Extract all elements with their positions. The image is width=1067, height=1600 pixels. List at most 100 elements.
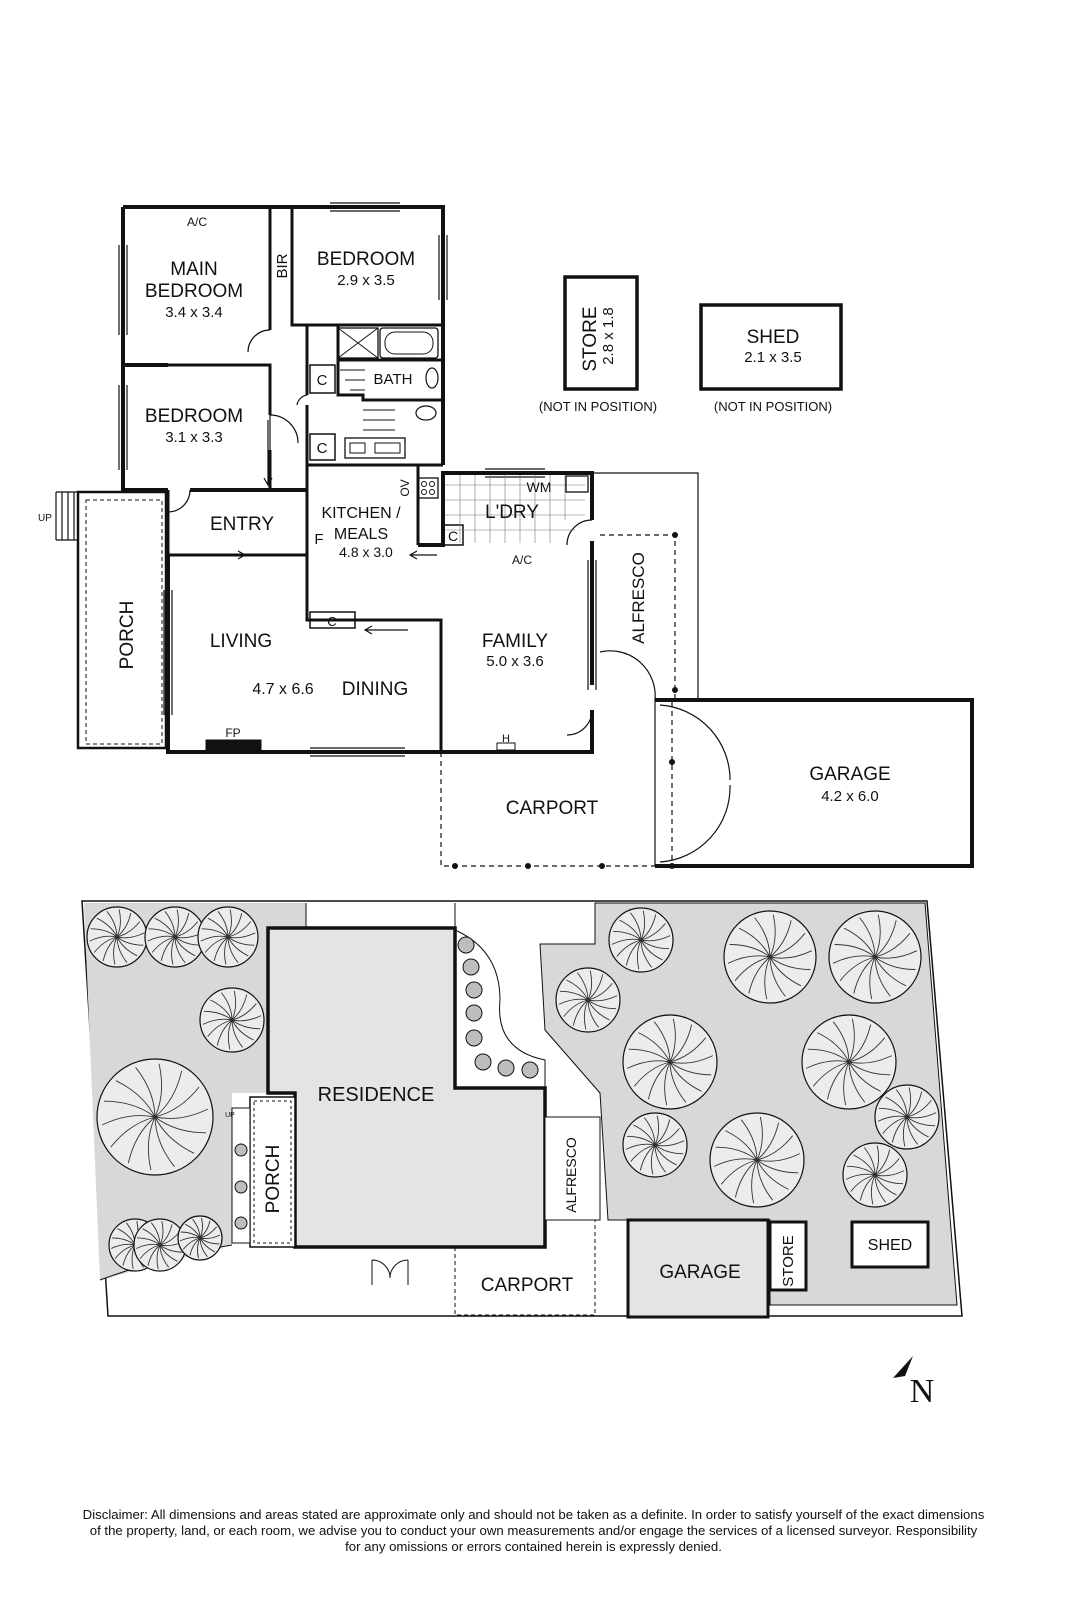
hedge-shrubs (457, 936, 539, 1079)
post (525, 863, 531, 869)
shrub-icon (465, 1004, 483, 1022)
tree-icon (197, 906, 259, 968)
tree-icon (177, 1215, 223, 1261)
bir-label: BIR (274, 253, 291, 278)
washing-machine-tub (565, 475, 589, 493)
post (599, 863, 605, 869)
kitchen-sink (344, 437, 406, 459)
garage-doors (654, 700, 731, 866)
cupboard-bath (309, 364, 336, 394)
shrub-icon (234, 1143, 248, 1157)
tree-icon (133, 1218, 187, 1272)
north-label: N (910, 1373, 935, 1410)
shed-dim: 2.1 x 3.5 (744, 349, 802, 366)
shower (337, 327, 379, 359)
alfresco-roof (592, 472, 699, 700)
heater-label: H (502, 733, 510, 745)
tree-icon (801, 1014, 897, 1110)
wm-label: WM (527, 479, 552, 495)
site-store (768, 1220, 808, 1292)
tree-icon (96, 1058, 214, 1176)
fridge-label: F (314, 531, 323, 548)
carport-label: CARPORT (506, 798, 599, 819)
garage-label: GARAGE (809, 764, 890, 785)
site-store-label: STORE (780, 1235, 797, 1286)
post (452, 863, 458, 869)
dining-label: DINING (342, 679, 409, 700)
post (669, 863, 675, 869)
tree-icon (622, 1014, 718, 1110)
family-label: FAMILY (482, 631, 548, 652)
bathtub (379, 327, 439, 359)
cupboard-bath-label: C (317, 372, 328, 389)
shrub-icon (497, 1059, 515, 1077)
site-porch-side (231, 1107, 251, 1244)
shrub-icon (521, 1061, 539, 1079)
tree-icon (828, 910, 922, 1004)
dashed-openings (123, 489, 306, 556)
store-note: (NOT IN POSITION) (539, 399, 657, 414)
fireplace (205, 739, 262, 751)
tree-icon (608, 907, 674, 973)
site-porch-label: PORCH (263, 1145, 284, 1214)
bathtub-inner (384, 331, 434, 355)
bedroom-2-label: BEDROOM (317, 249, 415, 270)
kitchen-dim: 4.8 x 3.0 (339, 544, 393, 560)
shrub-icon (457, 936, 475, 954)
basin (425, 367, 439, 389)
site-carport (454, 1220, 596, 1316)
windows (118, 202, 597, 757)
site-garage (626, 1218, 770, 1319)
main-outer-wall (166, 471, 594, 754)
laundry-label: L'DRY (485, 502, 539, 523)
bath-label: BATH (374, 371, 413, 388)
shrub-icon (234, 1180, 248, 1194)
site-shed (850, 1220, 930, 1269)
tree-icon (622, 1112, 688, 1178)
porch-label: PORCH (117, 601, 138, 670)
store-label: STORE (580, 306, 601, 371)
alfresco-label: ALFRESCO (629, 552, 648, 644)
bedroom-3-label: BEDROOM (145, 406, 243, 427)
trees (86, 906, 940, 1272)
door-swings (167, 329, 656, 736)
site-garage-label: GARAGE (659, 1262, 740, 1283)
bedroom-3-dim: 3.1 x 3.3 (165, 429, 223, 446)
shed-outline (699, 303, 843, 391)
tree-icon (874, 1084, 940, 1150)
tree-icon (709, 1112, 805, 1208)
living-dim: 4.7 x 6.6 (252, 681, 313, 698)
residence-outline (266, 926, 547, 1249)
site-porch-inner (253, 1100, 292, 1244)
site-porch (249, 1096, 296, 1248)
meals-label: MEALS (334, 526, 388, 543)
shower-cross (337, 327, 379, 359)
direction-arrows (212, 420, 437, 635)
heater-box (496, 742, 516, 751)
cupboard-laundry (442, 524, 464, 546)
main-bedroom-dim: 3.4 x 3.4 (165, 304, 223, 321)
ac-label-bedroom: A/C (187, 215, 207, 229)
burner (429, 481, 435, 487)
site-alfresco-label: ALFRESCO (563, 1137, 579, 1213)
disclaimer-line: of the property, land, or each room, we … (89, 1523, 978, 1538)
porch-steps (55, 491, 78, 541)
yard-edges (305, 903, 596, 945)
store-outline (563, 275, 639, 391)
laundry-tiles (445, 475, 585, 543)
cupboard-kitchen-label: C (317, 440, 328, 457)
cooktop (417, 477, 439, 499)
carport-posts (452, 532, 678, 869)
shrub-icon (474, 1053, 492, 1071)
bath-steps (340, 369, 395, 431)
tree-icon (86, 906, 148, 968)
site-front-door (371, 1259, 409, 1285)
kitchen-sink-detail (349, 442, 401, 454)
floor-plan-labels: A/C MAIN BEDROOM 3.4 x 3.4 BIR BEDROOM 2… (38, 215, 891, 819)
kitchen-label: KITCHEN / (321, 505, 401, 522)
porch-shrubs (234, 1143, 248, 1230)
porch-inner (85, 499, 163, 745)
bedroom-2-dim: 2.9 x 3.5 (337, 272, 395, 289)
